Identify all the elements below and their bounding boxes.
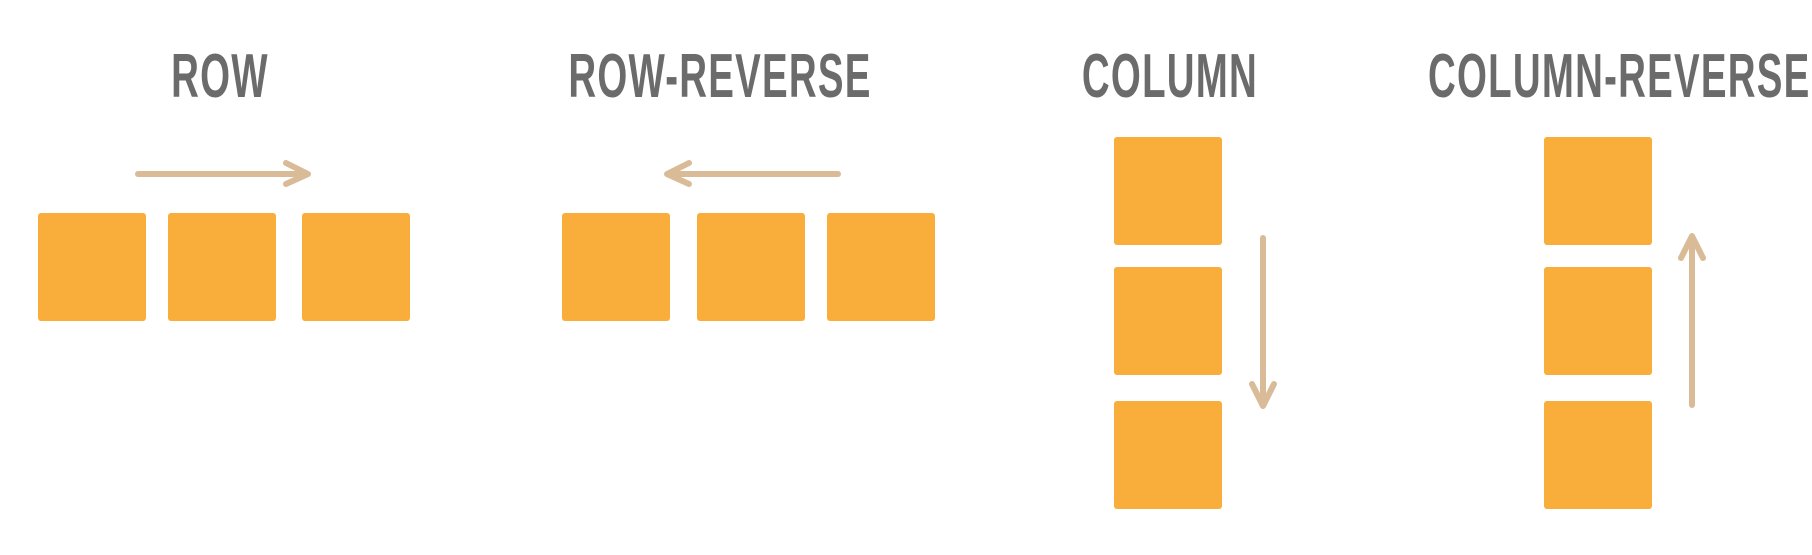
column-box-1 [1114, 137, 1222, 245]
row-box-2 [168, 213, 276, 321]
column-box-2 [1114, 267, 1222, 375]
label-row: ROW [171, 42, 269, 111]
row-reverse-box-3 [827, 213, 935, 321]
column-box-3 [1114, 401, 1222, 509]
column-reverse-box-3 [1544, 401, 1652, 509]
column-reverse-box-2 [1544, 267, 1652, 375]
column-reverse-box-1 [1544, 137, 1652, 245]
label-column: COLUMN [1081, 42, 1259, 111]
row-box-1 [38, 213, 146, 321]
label-row-reverse: ROW-REVERSE [568, 42, 872, 111]
row-box-3 [302, 213, 410, 321]
row-reverse-box-2 [697, 213, 805, 321]
row-reverse-box-1 [562, 213, 670, 321]
